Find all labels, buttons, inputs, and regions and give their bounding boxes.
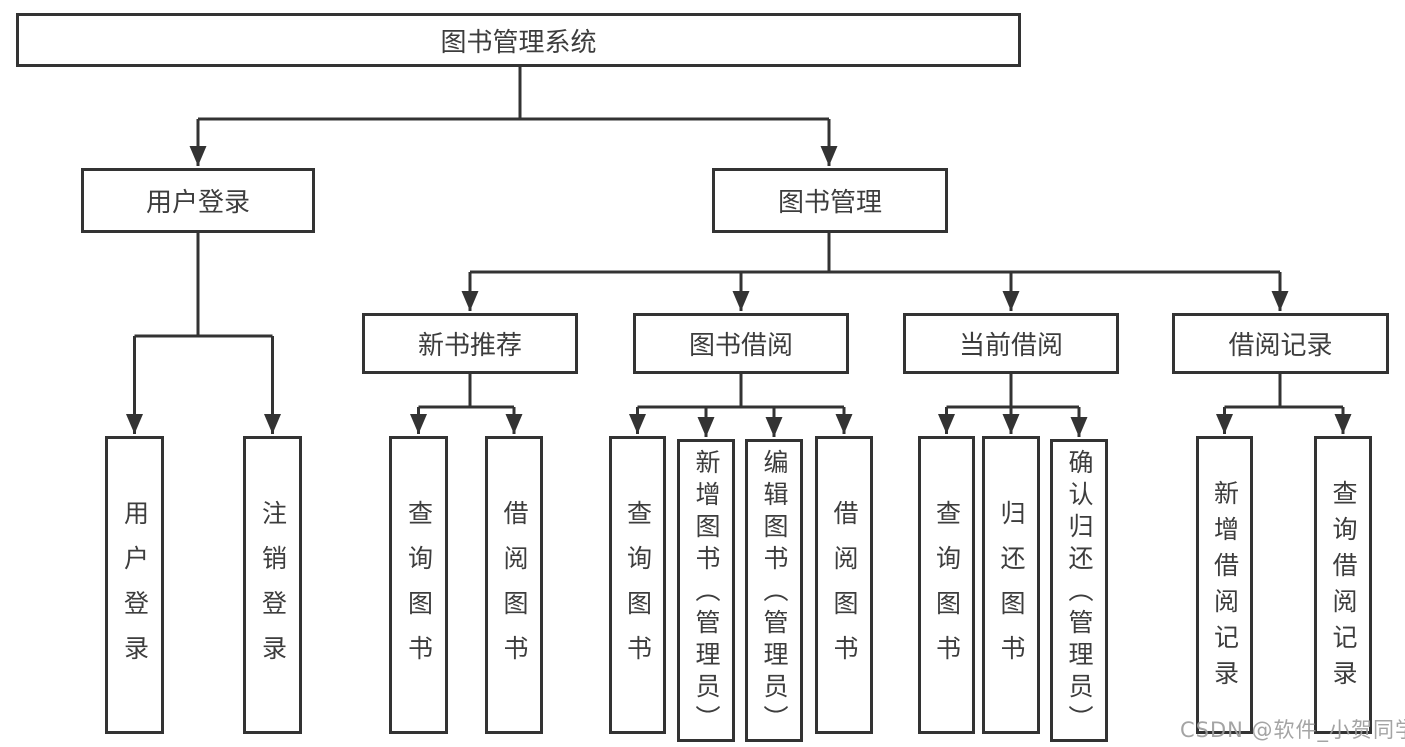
node-current-borrowing: 当前借阅 xyxy=(903,313,1119,374)
connector-user-login xyxy=(126,232,281,434)
node-root: 图书管理系统 xyxy=(16,13,1021,67)
node-book-management: 图书管理 xyxy=(712,168,948,233)
leaf-query-books-current: 查询图书 xyxy=(918,436,975,734)
csdn-watermark: CSDN @软件_小贺同学 xyxy=(1180,718,1405,742)
leaf-borrow-books-recommend: 借阅图书 xyxy=(485,436,543,734)
leaf-user-login: 用户登录 xyxy=(105,436,164,734)
connector-book-management xyxy=(461,232,1289,311)
leaf-logout: 注销登录 xyxy=(243,436,302,734)
leaf-borrow-books: 借阅图书 xyxy=(815,436,873,734)
connector-borrowing-records xyxy=(1216,374,1352,434)
leaf-return-books: 归还图书 xyxy=(982,436,1040,734)
connector-book-borrowing xyxy=(629,374,853,437)
connector-new-book-recommend xyxy=(410,374,523,434)
node-new-book-recommend: 新书推荐 xyxy=(362,313,578,374)
leaf-edit-book-admin: 编辑图书（管理员） xyxy=(745,439,803,742)
node-book-borrowing: 图书借阅 xyxy=(633,313,849,374)
leaf-add-borrow-record: 新增借阅记录 xyxy=(1196,436,1253,734)
leaf-confirm-return-admin: 确认归还（管理员） xyxy=(1050,439,1108,742)
leaf-query-books-borrow: 查询图书 xyxy=(609,436,666,734)
connector-current-borrowing xyxy=(938,374,1088,437)
node-user-login: 用户登录 xyxy=(81,168,315,233)
leaf-query-borrow-record: 查询借阅记录 xyxy=(1314,436,1372,734)
node-borrowing-records: 借阅记录 xyxy=(1172,313,1389,374)
connector-root xyxy=(189,65,838,166)
leaf-add-book-admin: 新增图书（管理员） xyxy=(677,439,735,742)
leaf-query-books-recommend: 查询图书 xyxy=(389,436,448,734)
